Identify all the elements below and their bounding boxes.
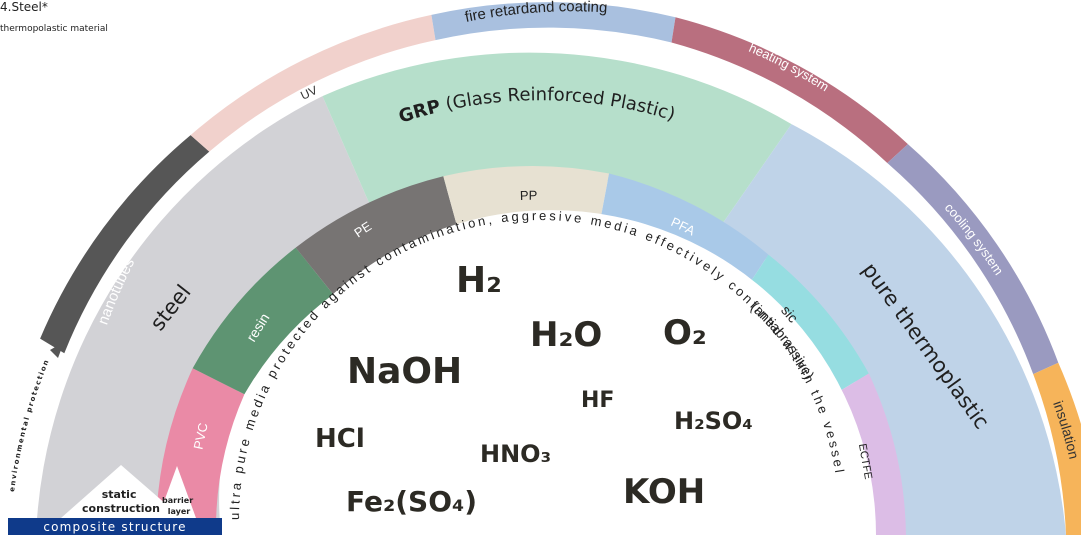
pure-thermoplastic-section [720, 124, 1066, 535]
nanotubes-band [40, 135, 210, 354]
uv-band [190, 14, 436, 152]
chem-hf: HF [581, 388, 614, 413]
composite-structure-bar [8, 518, 222, 535]
composite-structure-label: composite structure [43, 520, 186, 534]
barrier-layer-label: barrier layer [162, 496, 196, 516]
static-construction-label: static construction [82, 488, 160, 515]
chem-o2: O₂ [663, 313, 707, 353]
heating-system-band [671, 17, 908, 163]
vessel-core [226, 210, 876, 535]
insulation-band [1033, 362, 1081, 535]
cooling-system-band [887, 144, 1059, 375]
pe-segment [295, 176, 460, 295]
chem-naoh: NaOH [347, 351, 462, 392]
environmental-protection-arrow [50, 342, 64, 358]
chem-h2so4: H₂SO₄ [674, 407, 753, 435]
chem-h2: H₂ [456, 260, 502, 301]
diagram-note-subtitle: thermopolastic material [0, 24, 108, 34]
chem-h2o: H₂O [530, 315, 602, 355]
chemical-formulas: H₂ H₂O O₂ NaOH HF H₂SO₄ HCl HNO₃ Fe₂(SO₄… [315, 260, 753, 518]
chem-koh: KOH [623, 472, 705, 512]
diagram-note-title: 4.Steel* [0, 0, 48, 14]
barrier-layer-triangle [158, 466, 196, 518]
uv-label: UV [298, 83, 319, 103]
fire-retardant-band [431, 2, 676, 43]
pvc-label: PVC [190, 421, 210, 450]
pp-label: PP [520, 188, 538, 203]
chem-hcl: HCl [315, 424, 365, 454]
steel-section [36, 96, 376, 535]
chem-hno3: HNO₃ [480, 440, 551, 468]
static-construction-triangle [61, 465, 182, 518]
resin-segment [192, 247, 334, 395]
sic-segment [739, 254, 869, 404]
chem-fe2so4: Fe₂(SO₄) [346, 485, 477, 518]
